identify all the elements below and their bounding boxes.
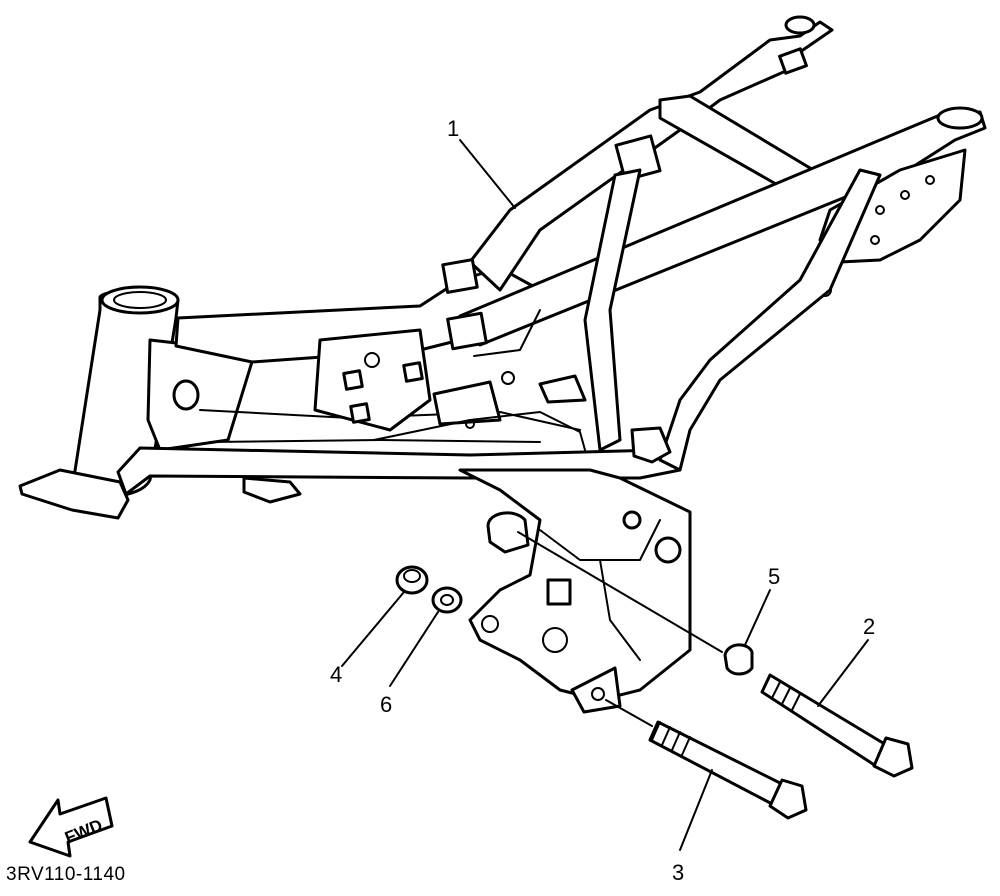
bolt-icon — [648, 720, 808, 820]
fwd-arrow-icon: FWD — [28, 796, 114, 858]
callout-1: 1 — [447, 116, 460, 141]
callout-4: 4 — [330, 662, 343, 687]
nut-icon — [395, 565, 429, 595]
callout-5: 5 — [768, 564, 781, 589]
washer-icon — [431, 586, 463, 614]
collar-icon — [723, 643, 754, 676]
leader-lines — [341, 139, 869, 851]
callout-3: 3 — [672, 860, 685, 885]
callout-6: 6 — [380, 692, 393, 717]
callout-2: 2 — [863, 614, 876, 639]
bolt-icon — [760, 673, 914, 778]
part-code: 3RV110-1140 — [6, 864, 126, 885]
motorcycle-frame-icon — [18, 15, 987, 714]
